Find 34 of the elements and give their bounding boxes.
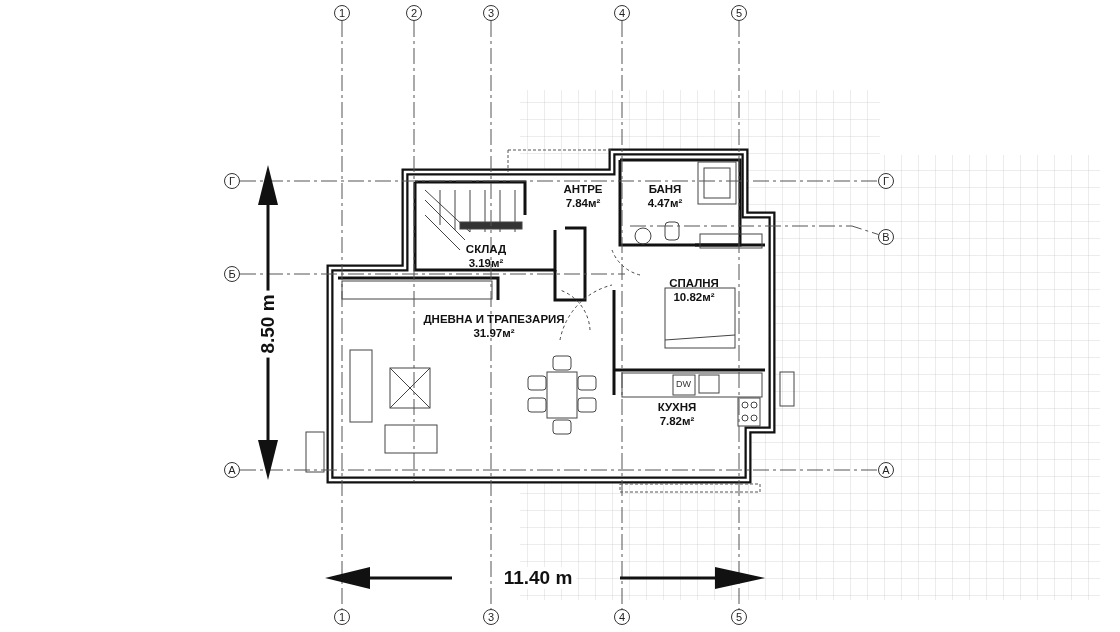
grid-line: [341, 20, 343, 610]
grid-axis-bubble: 2: [406, 5, 422, 21]
grid-line: [629, 225, 879, 235]
grid-line: [738, 20, 740, 610]
grid-line: [621, 20, 623, 610]
grid-axis-bubble: А: [224, 462, 240, 478]
grid-axis-bubble: 5: [731, 5, 747, 21]
grid-line: [239, 469, 879, 471]
grid-line: [239, 180, 879, 182]
grid-axis-bubble: 4: [614, 609, 630, 625]
grid-line: [490, 20, 492, 610]
grid-axis-bubble: 1: [334, 609, 350, 625]
room-area: 7.84м²: [565, 196, 601, 210]
grid-line: [413, 20, 415, 483]
grid-axis-bubble: 1: [334, 5, 350, 21]
room-area: 3.19м²: [468, 256, 504, 270]
grid-axis-bubble: Б: [224, 266, 240, 282]
grid-line: [239, 273, 626, 275]
room-area: 10.82м²: [673, 290, 715, 304]
grid-axis-bubble: 3: [483, 609, 499, 625]
room-name: КУХНЯ: [657, 400, 697, 414]
grid-axis-bubble: 4: [614, 5, 630, 21]
grid-axis-bubble: Г: [224, 173, 240, 189]
room-name: ДНЕВНА И ТРАПЕЗАРИЯ: [423, 312, 565, 326]
grid-axis-bubble: 3: [483, 5, 499, 21]
grid-axis-bubble: 5: [731, 609, 747, 625]
room-name: БАНЯ: [648, 182, 682, 196]
appliance-label: DW: [676, 379, 691, 389]
room-area: 7.82м²: [659, 414, 695, 428]
room-name: АНТРЕ: [563, 182, 603, 196]
room-name: СПАЛНЯ: [669, 276, 719, 290]
room-area: 4.47м²: [647, 196, 683, 210]
room-area: 31.97м²: [473, 326, 515, 340]
room-name: СКЛАД: [465, 242, 507, 256]
